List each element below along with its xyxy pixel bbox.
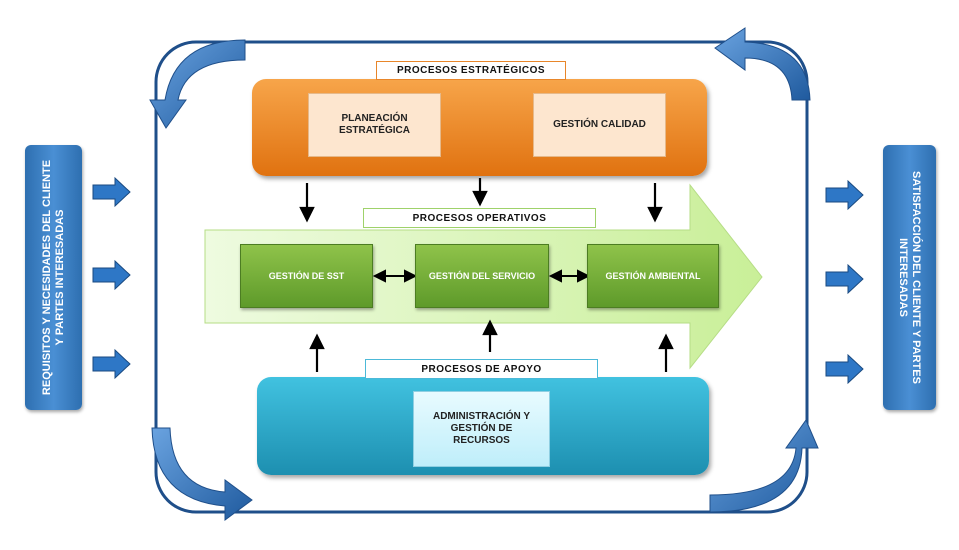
planeacion-line-2: ESTRATÉGICA: [339, 125, 410, 136]
servicio-box: GESTIÓN DEL SERVICIO: [415, 244, 549, 308]
calidad-box: GESTIÓN CALIDAD: [533, 93, 666, 157]
curved-arrow-top-left: [149, 39, 246, 129]
requirements-label-line-1: REQUISITOS Y NECESIDADES DEL CLIENTE: [40, 159, 53, 396]
satisfaction-panel: [883, 145, 936, 410]
down-arrows: [299, 178, 663, 223]
satisfaction-label: SATISFACCIÓN DEL CLIENTE Y PARTES INTERE…: [883, 145, 936, 410]
admin-line-1: ADMINISTRACIÓN Y: [432, 411, 531, 422]
requirements-panel: [25, 145, 82, 410]
input-arrows: [92, 176, 131, 380]
strategic-tag: PROCESOS ESTRATÉGICOS: [376, 61, 566, 80]
support-tag: PROCESOS DE APOYO: [365, 359, 598, 379]
curved-arrow-bottom-right: [709, 418, 819, 513]
planeacion-box: PLANEACIÓN ESTRATÉGICA: [308, 93, 441, 157]
satisfaction-label-line-2: INTERESADAS: [897, 238, 910, 317]
planeacion-line-1: PLANEACIÓN: [341, 113, 408, 124]
ambiental-box: GESTIÓN AMBIENTAL: [587, 244, 719, 308]
requirements-label-line-2: Y PARTES INTERESADAS: [53, 209, 66, 346]
admin-line-3: RECURSOS: [453, 435, 510, 446]
satisfaction-label-line-1: SATISFACCIÓN DEL CLIENTE Y PARTES: [910, 171, 923, 384]
up-arrows: [309, 319, 674, 372]
curved-arrow-bottom-left: [151, 427, 253, 521]
admin-line-2: GESTIÓN DE: [450, 423, 513, 434]
sst-box: GESTIÓN DE SST: [240, 244, 373, 308]
requirements-label: REQUISITOS Y NECESIDADES DEL CLIENTE Y P…: [25, 145, 82, 410]
output-arrows: [825, 179, 864, 385]
admin-box: ADMINISTRACIÓN Y GESTIÓN DE RECURSOS: [413, 391, 550, 467]
loop-outline: [154, 40, 809, 514]
curved-arrow-top-right: [714, 27, 811, 101]
operative-tag: PROCESOS OPERATIVOS: [363, 208, 596, 228]
